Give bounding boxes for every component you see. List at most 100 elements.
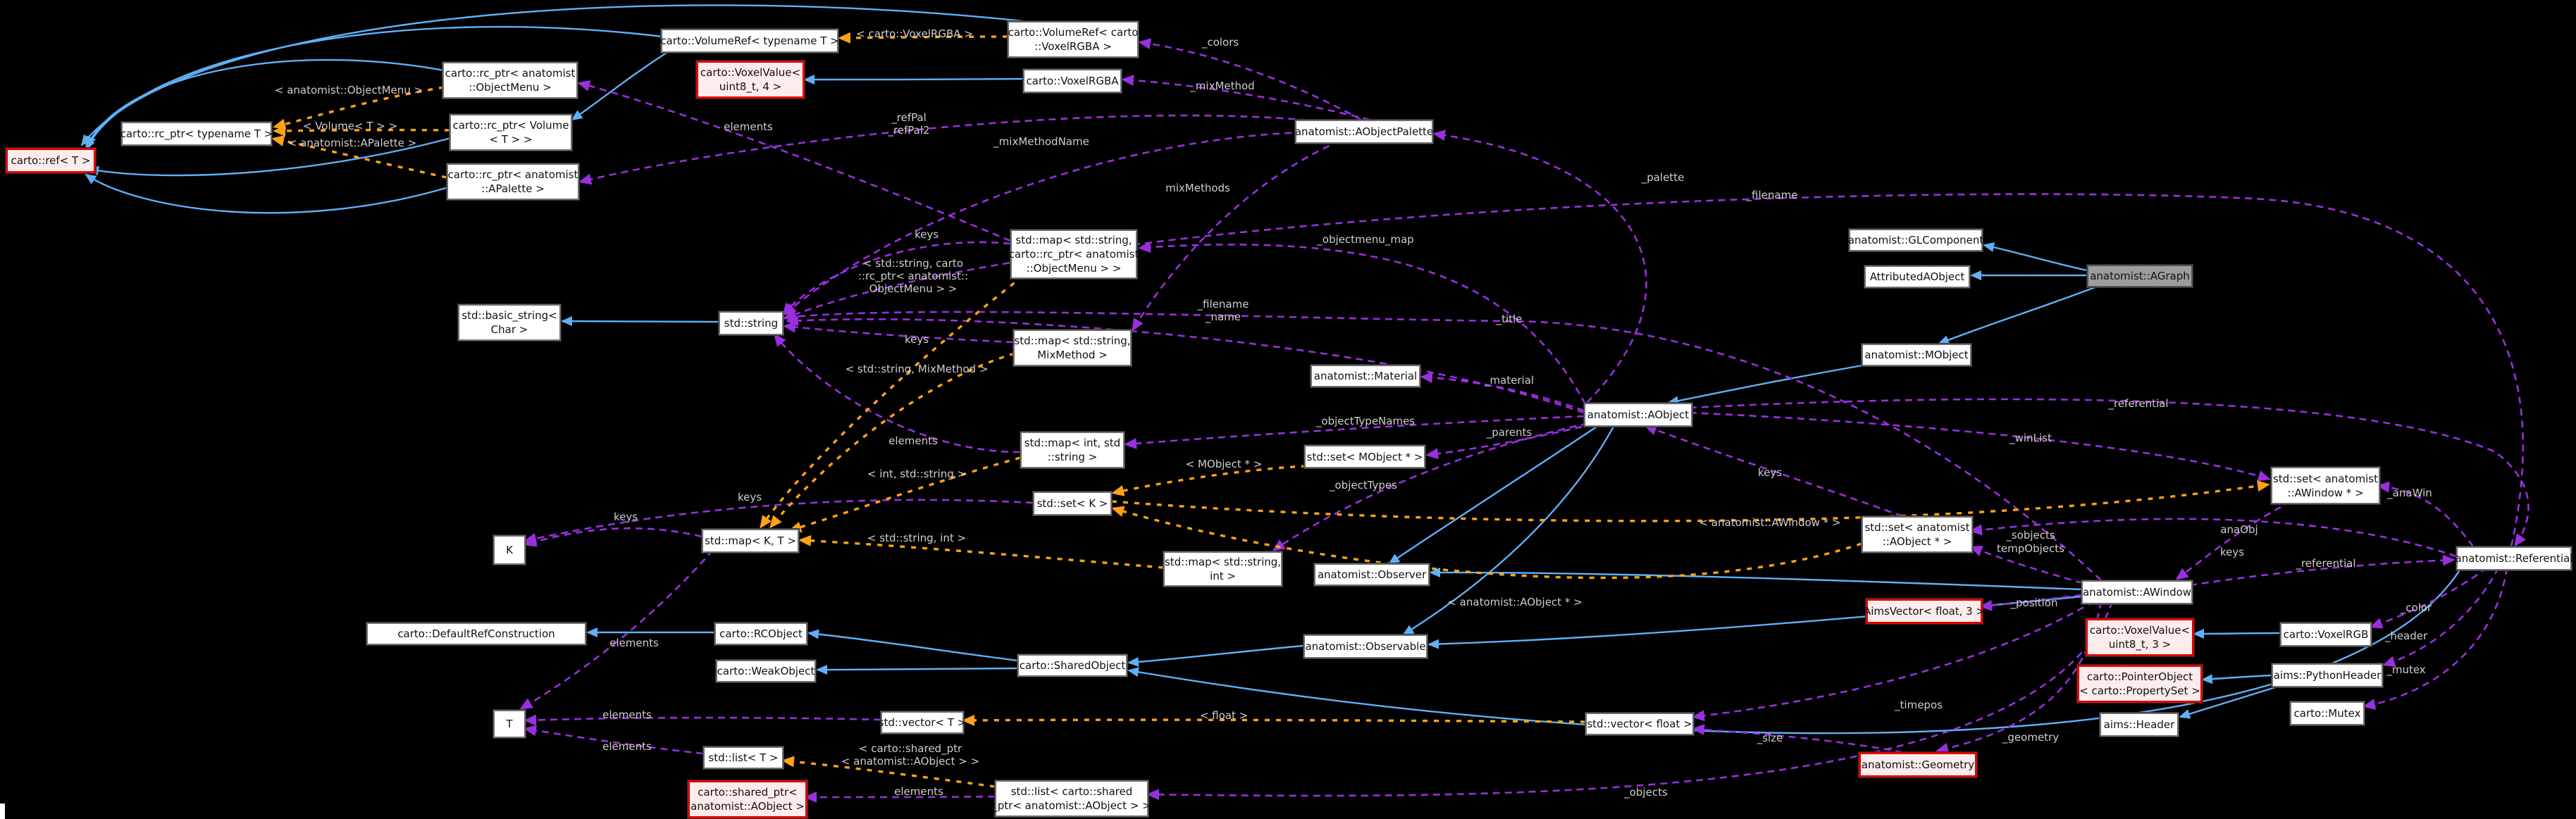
node-material[interactable]: anatomist::Material <box>1311 365 1420 387</box>
node-label-line: std::map< std::string, <box>1014 335 1131 347</box>
edge-label: _mutex <box>2386 663 2426 676</box>
node-rco[interactable]: carto::RCObject <box>714 623 807 645</box>
node-list_sp[interactable]: std::list< carto::shared_ptr< anatomist:… <box>992 780 1151 817</box>
edge-label: _palette <box>1641 171 1685 184</box>
node-map_som[interactable]: std::map< std::string,carto::rc_ptr< ana… <box>1008 230 1139 279</box>
node-rcptr_t[interactable]: carto::rc_ptr< typename T > <box>120 122 273 146</box>
node-label-line: std::map< std::string, <box>1164 556 1282 568</box>
edge-shared-to-weak <box>816 664 1018 675</box>
node-referential[interactable]: anatomist::Referential <box>2456 546 2573 570</box>
node-label-line: std::basic_string< <box>462 309 557 322</box>
edge-label: keys <box>737 491 762 504</box>
edge-map_som-to-sstring <box>782 241 1011 316</box>
edge-label: keys <box>1757 466 1783 479</box>
node-bstring[interactable]: std::basic_string<Char > <box>458 304 561 341</box>
edge-sstring-to-bstring <box>561 316 719 327</box>
edge-label: keys <box>914 228 939 241</box>
node-sstring[interactable]: std::string <box>719 311 784 335</box>
edge-aobject-to-map_is <box>1124 415 1585 449</box>
edge-label: _referential <box>2296 557 2356 570</box>
node-label-line: anatomist::Geometry <box>1861 758 1975 771</box>
node-pyhdr[interactable]: aims::PythonHeader <box>2272 663 2383 687</box>
node-attrao[interactable]: AttributedAObject <box>1864 265 1970 288</box>
node-agraph[interactable]: anatomist::AGraph <box>2087 265 2193 287</box>
node-label-line: std::set< K > <box>1036 497 1108 510</box>
node-rcptr_om[interactable]: carto::rc_ptr< anatomist::ObjectMenu > <box>442 62 578 99</box>
node-set_k[interactable]: std::set< K > <box>1033 492 1112 515</box>
node-label-line: < carto::PropertySet > <box>2079 684 2200 697</box>
node-label-line: carto::SharedObject <box>1019 659 1126 672</box>
node-vref_t[interactable]: carto::VolumeRef< typename T > <box>660 29 839 53</box>
node-geom[interactable]: anatomist::Geometry <box>1859 752 1977 777</box>
edge-geom-to-vec_f <box>1692 724 1903 754</box>
node-aobject[interactable]: anatomist::AObject <box>1584 403 1692 427</box>
node-palette[interactable]: anatomist::AObjectPalette <box>1295 120 1433 144</box>
edge-label: < float > <box>1199 709 1249 722</box>
edge-mobject-to-aobject <box>1667 362 1875 406</box>
node-vec_f[interactable]: std::vector< float > <box>1585 713 1694 735</box>
node-glcomp[interactable]: anatomist::GLComponent <box>1848 229 1983 251</box>
edge-list_t-to-tbox <box>524 725 704 755</box>
page-corner-fragment <box>0 804 5 819</box>
node-set_mo[interactable]: std::set< MObject * > <box>1304 445 1425 468</box>
node-label-line: carto::RCObject <box>719 627 803 640</box>
node-observer[interactable]: anatomist::Observer <box>1314 563 1430 586</box>
edge-label: elements <box>724 120 773 133</box>
edge-palette-to-sstring <box>783 131 1304 315</box>
edge-label: _objectmenu_map <box>1317 233 1414 246</box>
node-vval4[interactable]: carto::VoxelValue<uint8_t, 4 > <box>696 61 805 99</box>
edge-agraph-to-mobject <box>1938 283 2103 345</box>
node-aims_vec[interactable]: AimsVector< float, 3 > <box>1864 599 1985 624</box>
node-vrgb[interactable]: carto::VoxelRGB <box>2280 623 2372 646</box>
edge-label: _color <box>2400 601 2432 614</box>
edge-list_sp-to-sptr <box>804 791 996 803</box>
node-pobj[interactable]: carto::PointerObject< carto::PropertySet… <box>2077 665 2203 703</box>
node-label-line: std::vector< float > <box>1587 718 1692 730</box>
node-tbox[interactable]: T <box>493 710 526 738</box>
edge-palette-to-vref_rgba <box>1138 38 1362 121</box>
node-vval3[interactable]: carto::VoxelValue<uint8_t, 3 > <box>2086 618 2194 656</box>
node-map_si[interactable]: std::map< std::string,int > <box>1163 551 1282 587</box>
node-set_aw[interactable]: std::set< anatomist::AWindow * > <box>2271 467 2380 504</box>
node-sptr[interactable]: carto::shared_ptr<anatomist::AObject > <box>688 780 807 818</box>
edge-label: tempObjects <box>1997 542 2064 555</box>
node-label-line: anatomist::AWindow <box>2082 586 2192 599</box>
node-map_kt[interactable]: std::map< K, T > <box>702 529 799 553</box>
node-shared[interactable]: carto::SharedObject <box>1017 654 1127 677</box>
node-awindow[interactable]: anatomist::AWindow <box>2081 580 2193 604</box>
edge-label: _geometry <box>2002 731 2060 744</box>
node-list_t[interactable]: std::list< T > <box>703 746 784 769</box>
node-label-line: carto::Mutex <box>2293 707 2361 720</box>
node-vec_t[interactable]: std::vector< T > <box>879 711 966 734</box>
node-label-line: _ptr< anatomist::AObject > > <box>992 799 1151 812</box>
node-label-line: anatomist::Observer <box>1317 568 1427 581</box>
node-observable[interactable]: anatomist::Observable <box>1304 634 1428 658</box>
node-label-line: carto::rc_ptr< anatomist <box>1008 248 1139 261</box>
edge-label: keys <box>2219 546 2245 558</box>
node-map_is[interactable]: std::map< int, std::string > <box>1020 432 1125 468</box>
node-ahdr[interactable]: aims::Header <box>2100 713 2179 737</box>
node-defref[interactable]: carto::DefaultRefConstruction <box>366 623 586 645</box>
edge-awindow-to-set_ao <box>1969 545 2083 584</box>
node-label-line: carto::VoxelRGBA <box>1026 75 1119 87</box>
node-label-line: std::string <box>724 317 779 330</box>
node-kbox[interactable]: K <box>493 535 526 565</box>
node-weak[interactable]: carto::WeakObject <box>716 660 816 682</box>
edge-label: < std::string, int > <box>867 532 967 544</box>
node-label-line: carto::VoxelValue< <box>2089 624 2191 637</box>
edge-aobject-to-material <box>1420 372 1585 412</box>
edge-rcptr_om-to-rcptr_t <box>273 86 445 130</box>
node-rcptr_pal[interactable]: carto::rc_ptr< anatomist::APalette > <box>447 163 579 200</box>
edge-rcptr_pal-to-ref <box>85 173 449 214</box>
node-mutex[interactable]: carto::Mutex <box>2290 701 2365 725</box>
node-vref_rgba[interactable]: carto::VolumeRef< carto::VoxelRGBA > <box>1008 21 1139 58</box>
edge-label: _mixMethod <box>1190 80 1255 92</box>
node-label-line: ::AWindow * > <box>2287 486 2364 499</box>
node-vrgba[interactable]: carto::VoxelRGBA <box>1023 69 1122 93</box>
node-rcptr_vol[interactable]: carto::rc_ptr< Volume< T > > <box>450 114 572 151</box>
node-set_ao[interactable]: std::set< anatomist::AObject * > <box>1862 516 1973 553</box>
node-label-line: ::VoxelRGBA > <box>1034 40 1112 53</box>
node-map_smm[interactable]: std::map< std::string,MixMethod > <box>1013 330 1132 366</box>
node-ref[interactable]: carto::ref< T > <box>6 148 96 173</box>
node-mobject[interactable]: anatomist::MObject <box>1862 344 1971 366</box>
